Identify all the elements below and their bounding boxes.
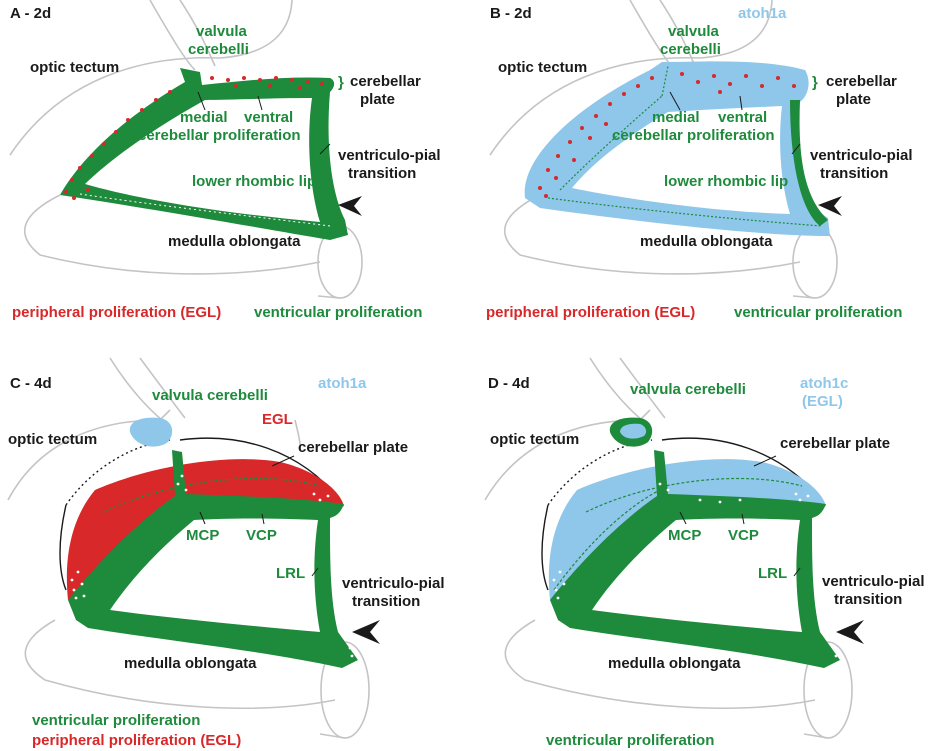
panel-c-mcp-label: MCP xyxy=(186,527,219,544)
panel-d-lrl-label: LRL xyxy=(758,565,787,582)
panel-c-white-dots xyxy=(70,474,354,658)
panel-c-marker-label: atoh1a xyxy=(318,375,367,392)
panel-a-arrowhead xyxy=(338,196,362,216)
panel-c-ventricular-zone xyxy=(68,450,358,668)
panel-a-cerebellar-proliferation-label: cerebellar proliferation xyxy=(138,127,301,144)
panel-b-valvula-label-1: valvula xyxy=(668,23,720,40)
panel-b-medulla-label: medulla oblongata xyxy=(640,233,773,250)
panel-c-arrowhead xyxy=(352,620,380,644)
panel-c-valvula-label: valvula cerebelli xyxy=(152,387,268,404)
panel-b-lower-rhombic-lip-label: lower rhombic lip xyxy=(664,173,788,190)
panel-b: } B - 2d atoh1a optic tectum valvula cer… xyxy=(486,0,913,321)
panel-d-cerebellar-plate-label: cerebellar plate xyxy=(780,435,890,452)
panel-a-lower-rhombic-lip-label: lower rhombic lip xyxy=(192,173,316,190)
panel-a-cerebellar-plate-label-1: cerebellar xyxy=(350,73,421,90)
panel-a-valvula-label-2: cerebelli xyxy=(188,41,249,58)
panel-c-title: C - 4d xyxy=(10,375,52,392)
panel-b-optic-tectum-label: optic tectum xyxy=(498,59,587,76)
panel-a-vp-label-2: transition xyxy=(348,165,416,182)
panel-d-vp-label-1: ventriculo-pial xyxy=(822,573,925,590)
panel-b-valvula-label-2: cerebelli xyxy=(660,41,721,58)
panel-b-brain-outline xyxy=(489,0,801,275)
panel-c-legend-ventricular: ventricular proliferation xyxy=(32,712,200,729)
panel-d-mcp-label: MCP xyxy=(668,527,701,544)
panel-c-egl-label: EGL xyxy=(262,411,293,428)
panel-c-brain-outline xyxy=(7,357,336,709)
panel-c-vcp-label: VCP xyxy=(246,527,277,544)
panel-b-cerebellar-plate-label-1: cerebellar xyxy=(826,73,897,90)
panel-b-atoh1a-zone xyxy=(524,61,830,236)
panel-d: D - 4d atoh1c (EGL) valvula cerebelli op… xyxy=(484,357,925,749)
panel-a-medulla-label: medulla oblongata xyxy=(168,233,301,250)
panel-c-vp-label-2: transition xyxy=(352,593,420,610)
panel-c-egl-zone xyxy=(66,459,344,600)
panel-c-legend-peripheral: peripheral proliferation (EGL) xyxy=(32,732,241,749)
panel-d-optic-tectum-label: optic tectum xyxy=(490,431,579,448)
panel-c: C - 4d atoh1a valvula cerebelli EGL opti… xyxy=(7,357,445,749)
panel-b-vp-label-1: ventriculo-pial xyxy=(810,147,913,164)
panel-d-brain-outline xyxy=(484,357,816,709)
panel-c-optic-tectum-label: optic tectum xyxy=(8,431,97,448)
panel-c-lrl-label: LRL xyxy=(276,565,305,582)
panel-c-vp-label-1: ventriculo-pial xyxy=(342,575,445,592)
panel-a-valvula-label-1: valvula xyxy=(196,23,248,40)
panel-a-legend-peripheral: peripheral proliferation (EGL) xyxy=(12,304,221,321)
panel-d-marker-label-1: atoh1c xyxy=(800,375,848,392)
panel-d-marker-label-2: (EGL) xyxy=(802,393,843,410)
panel-b-title: B - 2d xyxy=(490,5,532,22)
panel-c-valvula-atoh1a xyxy=(129,417,173,447)
panel-a: } A - 2d optic tectum valvula cerebelli … xyxy=(9,0,441,321)
panel-a-egl-dots xyxy=(64,76,324,200)
panel-d-arrowhead xyxy=(836,620,864,644)
panel-d-ventricular-zone xyxy=(550,450,840,668)
panel-c-cerebellar-plate-label: cerebellar plate xyxy=(298,439,408,456)
panel-d-vcp-label: VCP xyxy=(728,527,759,544)
panel-b-vp-label-2: transition xyxy=(820,165,888,182)
panel-a-cerebellar-plate-label-2: plate xyxy=(360,91,395,108)
panel-a-vp-label-1: ventriculo-pial xyxy=(338,147,441,164)
panel-d-medulla-label: medulla oblongata xyxy=(608,655,741,672)
panel-b-cerebellar-proliferation-label: cerebellar proliferation xyxy=(612,127,775,144)
panel-b-ventral-label: ventral xyxy=(718,109,767,126)
svg-text:}: } xyxy=(338,74,344,91)
panel-b-egl-dots xyxy=(538,72,796,198)
panel-a-ventricular-zone xyxy=(60,68,348,240)
panel-b-legend-ventricular: ventricular proliferation xyxy=(734,304,902,321)
panel-b-cerebellar-plate-label-2: plate xyxy=(836,91,871,108)
panel-b-ventricular-zone xyxy=(790,100,828,226)
panel-a-medial-label: medial xyxy=(180,109,228,126)
svg-text:}: } xyxy=(812,74,818,91)
panel-d-title: D - 4d xyxy=(488,375,530,392)
panel-b-marker-label: atoh1a xyxy=(738,5,787,22)
panel-a-brain-outline xyxy=(9,0,321,275)
panel-c-medulla-label: medulla oblongata xyxy=(124,655,257,672)
panel-a-optic-tectum-label: optic tectum xyxy=(30,59,119,76)
panel-a-ventral-label: ventral xyxy=(244,109,293,126)
panel-a-legend-ventricular: ventricular proliferation xyxy=(254,304,422,321)
panel-d-atoh1c-zone xyxy=(548,459,826,600)
panel-b-arrowhead xyxy=(818,196,842,216)
panel-d-legend-ventricular: ventricular proliferation xyxy=(546,732,714,749)
panel-a-title: A - 2d xyxy=(10,5,51,22)
panel-b-medial-label: medial xyxy=(652,109,700,126)
panel-d-vp-label-2: transition xyxy=(834,591,902,608)
panel-b-legend-peripheral: peripheral proliferation (EGL) xyxy=(486,304,695,321)
panel-d-white-dots xyxy=(552,482,838,658)
panel-d-valvula-label: valvula cerebelli xyxy=(630,381,746,398)
